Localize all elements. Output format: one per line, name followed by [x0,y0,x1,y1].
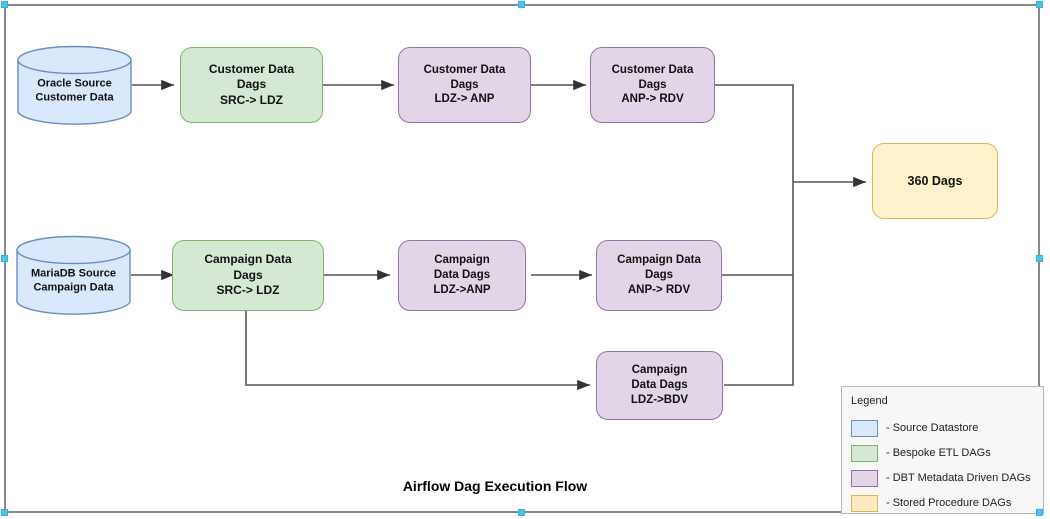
legend-swatch-blue-icon [851,419,878,437]
node-oracle-source[interactable]: Oracle Source Customer Data [17,45,132,127]
node-customer-anp-rdv[interactable]: Customer Data Dags ANP-> RDV [590,47,715,123]
resize-handle-bottom-right[interactable] [1036,509,1043,516]
legend-swatch-purple-icon [851,469,878,487]
node-campaign-src-ldz-label: Campaign Data Dags SRC-> LDZ [204,252,292,298]
legend-label-source-datastore: - Source Datastore [886,422,979,434]
legend-item-bespoke-etl: - Bespoke ETL DAGs [851,441,1037,465]
node-mariadb-source[interactable]: MariaDB Source Campaign Data [16,235,131,317]
legend-label-dbt-metadata: - DBT Metadata Driven DAGs [886,472,1031,484]
node-customer-src-ldz[interactable]: Customer Data Dags SRC-> LDZ [180,47,323,123]
edge-campaign-src-to-ldz-bdv [245,311,590,391]
legend-label-bespoke-etl: - Bespoke ETL DAGs [886,447,991,459]
node-customer-anp-rdv-label: Customer Data Dags ANP-> RDV [611,63,694,106]
legend-label-stored-procedure: - Stored Procedure DAGs [886,497,1012,509]
resize-handle-bottom-center[interactable] [518,509,525,516]
resize-handle-bottom-left[interactable] [1,509,8,516]
legend-item-stored-procedure: - Stored Procedure DAGs [851,491,1037,515]
resize-handle-top-right[interactable] [1036,1,1043,8]
resize-handle-top-left[interactable] [1,1,8,8]
legend-item-source-datastore: - Source Datastore [851,416,1037,440]
node-campaign-ldz-anp-label: Campaign Data Dags LDZ->ANP [433,254,491,296]
node-customer-ldz-anp[interactable]: Customer Data Dags LDZ-> ANP [398,47,531,123]
legend-item-dbt-metadata: - DBT Metadata Driven DAGs [851,466,1037,490]
legend-swatch-yellow-icon [851,494,878,512]
node-campaign-anp-rdv[interactable]: Campaign Data Dags ANP-> RDV [596,240,722,311]
resize-handle-top-center[interactable] [518,1,525,8]
legend-swatch-green-icon [851,444,878,462]
resize-handle-middle-left[interactable] [1,255,8,262]
node-campaign-ldz-anp[interactable]: Campaign Data Dags LDZ->ANP [398,240,526,311]
node-campaign-ldz-bdv[interactable]: Campaign Data Dags LDZ->BDV [596,351,723,420]
node-customer-ldz-anp-label: Customer Data Dags LDZ-> ANP [423,63,506,106]
legend-title: Legend [851,395,888,407]
node-360-dags-label: 360 Dags [907,174,963,188]
node-campaign-anp-rdv-label: Campaign Data Dags ANP-> RDV [617,254,701,296]
legend-panel[interactable]: Legend - Source Datastore - Bespoke ETL … [841,386,1044,514]
edge-merge-bus [714,84,794,386]
diagram-title: Airflow Dag Execution Flow [402,478,588,494]
resize-handle-middle-right[interactable] [1036,255,1043,262]
node-campaign-src-ldz[interactable]: Campaign Data Dags SRC-> LDZ [172,240,324,311]
legend-rows: - Source Datastore - Bespoke ETL DAGs - … [851,416,1037,516]
node-campaign-ldz-bdv-label: Campaign Data Dags LDZ->BDV [630,364,689,406]
node-customer-src-ldz-label: Customer Data Dags SRC-> LDZ [208,61,295,107]
node-360-dags[interactable]: 360 Dags [872,143,998,219]
